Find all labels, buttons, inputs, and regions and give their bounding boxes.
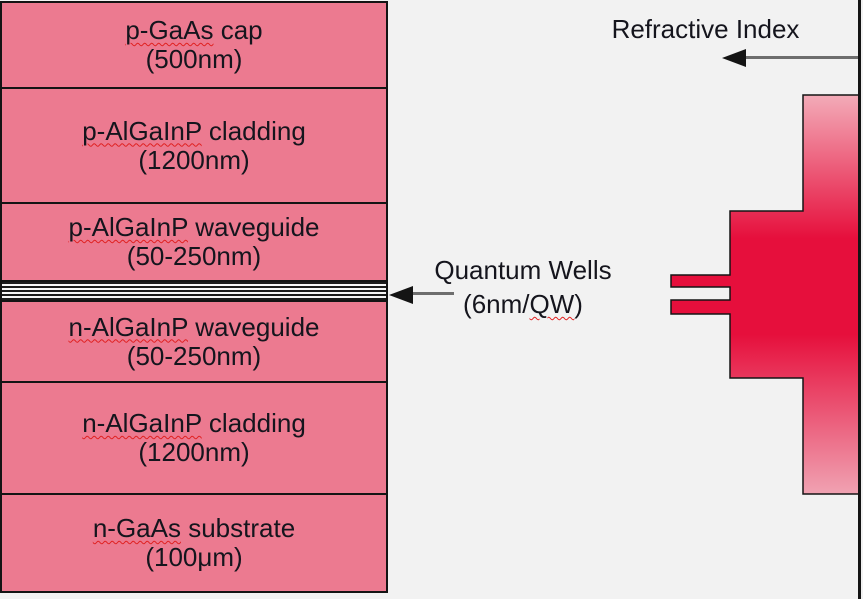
layer-role: substrate [180,513,296,543]
layer-material: p-GaAs [125,15,214,45]
refractive-index-arrow-line [745,56,860,59]
layer-role: waveguide [187,311,320,342]
layer-thickness: (50-250nm) [126,340,262,371]
layer-p-waveguide: p-AlGaInP waveguide (50-250nm) [2,202,386,280]
layer-thickness: (100μm) [145,542,243,572]
layer-material: n-GaAs [92,513,181,543]
refractive-index-left-arrow-icon [722,49,746,67]
refractive-index-profile-shape [670,94,861,495]
layer-p-gaas-cap: p-GaAs cap (500nm) [2,3,386,87]
layer-name: n-AlGaInP waveguide [68,311,320,342]
layer-role: waveguide [187,212,320,242]
layer-thickness: (1200nm) [138,437,250,467]
layer-role: cladding [201,115,306,146]
layer-thickness: (1200nm) [138,144,250,175]
layer-material: n-AlGaInP [68,311,188,342]
quantum-wells-label-line1: Quantum Wells [434,255,612,285]
quantum-wells-left-arrow-icon [389,286,413,304]
layer-name: p-AlGaInP cladding [82,115,306,146]
layer-material: n-AlGaInP [82,408,202,438]
layer-n-cladding: n-AlGaInP cladding (1200nm) [2,381,386,493]
quantum-well-stripes [2,280,386,302]
layer-role: cap [213,15,263,45]
layer-n-waveguide: n-AlGaInP waveguide (50-250nm) [2,302,386,381]
layer-p-cladding: p-AlGaInP cladding (1200nm) [2,87,386,202]
layer-name: p-AlGaInP waveguide [68,213,319,242]
layer-name: n-AlGaInP cladding [82,409,306,438]
refractive-index-label: Refractive Index [611,14,800,44]
layer-thickness: (500nm) [145,44,243,74]
layer-name: n-GaAs substrate [93,514,295,543]
quantum-wells-label: Quantum Wells (6nm/QW) [398,253,648,321]
quantum-wells-label-line2: (6nm/QW) [463,289,583,319]
page-right-border [858,0,861,599]
layer-stack: p-GaAs cap (500nm) p-AlGaInP cladding (1… [0,1,388,593]
layer-name: p-GaAs cap [125,16,262,45]
layer-role: cladding [201,408,306,438]
layer-n-gaas-substrate: n-GaAs substrate (100μm) [2,493,386,591]
quantum-wells-arrow-line [408,292,454,295]
layer-material: p-AlGaInP [82,115,202,146]
refractive-index-profile [670,94,861,495]
layer-thickness: (50-250nm) [126,241,262,271]
layer-material: p-AlGaInP [68,212,188,242]
